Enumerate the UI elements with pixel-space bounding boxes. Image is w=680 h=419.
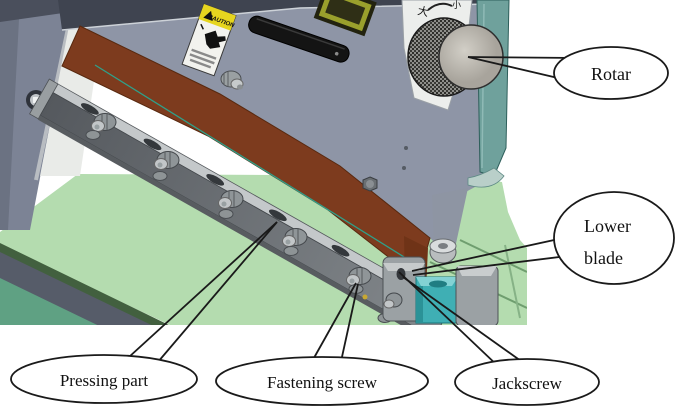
caution-fine-print <box>189 58 212 69</box>
bar-slot <box>143 138 162 151</box>
bar-slot <box>331 244 350 257</box>
bar-bottom-lip <box>37 115 434 325</box>
handle-slot <box>248 15 350 63</box>
leader-jackscrew <box>402 276 529 367</box>
callout-jackscrew: Jackscrew <box>454 358 600 406</box>
caution-label: CAUTION <box>181 3 237 77</box>
callout-rotar-label: Rotar <box>591 64 631 84</box>
column-top <box>0 0 74 22</box>
knob-arc-arrow <box>427 2 453 11</box>
washer <box>218 209 234 219</box>
gold-screw <box>362 294 368 300</box>
board-edge-line <box>459 239 527 273</box>
callout-bubbles: Rotar Lower blade Pressing part Fastenin… <box>10 46 675 406</box>
board-edge-line <box>504 244 521 319</box>
caution-band <box>198 4 236 31</box>
callout-jackscrew-label: Jackscrew <box>492 374 563 393</box>
callout-lower-blade: Lower blade <box>553 191 675 285</box>
body-thumbscrew <box>220 70 244 90</box>
teal-clamp-block <box>415 276 459 324</box>
hex-bolt <box>362 176 378 192</box>
column-bolt-center <box>33 97 39 103</box>
caution-triangle-icon <box>203 10 213 22</box>
machine-top-face <box>58 0 490 30</box>
lower-blade-assembly <box>382 238 499 325</box>
callout-lower-blade-line2: blade <box>584 248 623 268</box>
knob-marking-small: 小 <box>452 0 461 10</box>
fastening-screw-item <box>218 190 244 209</box>
leader-pressing-part <box>151 221 278 370</box>
bar-front-face <box>39 92 448 325</box>
column-shade <box>0 0 20 230</box>
callout-rotar: Rotar <box>553 46 669 100</box>
base-band <box>0 252 152 325</box>
pinch-arrow <box>200 23 204 30</box>
machine-scene: CAUTION <box>0 0 527 325</box>
end-block <box>455 265 499 325</box>
fastening-screw-item <box>154 151 180 170</box>
bar-slot <box>80 103 99 115</box>
caution-fine-print <box>191 48 217 60</box>
body-dot <box>402 166 406 170</box>
washer <box>85 130 101 140</box>
washer <box>152 171 168 181</box>
handle-screw <box>334 51 339 56</box>
leader-fastening-screw <box>339 283 359 367</box>
support-cylinder <box>429 238 457 264</box>
pinch-hazard-icon <box>204 30 226 49</box>
knob-marking-large: 大 <box>416 3 430 19</box>
pressing-bar <box>29 78 452 325</box>
nameplate <box>313 0 377 37</box>
panel-foot <box>467 167 505 188</box>
callout-fastening-screw-label: Fastening screw <box>267 373 378 392</box>
callout-lower-blade-line1: Lower <box>584 216 631 236</box>
washer <box>283 246 299 256</box>
callout-fastening-screw: Fastening screw <box>215 356 429 406</box>
fastening-screw-item <box>282 228 308 247</box>
blade-highlight-line <box>94 64 426 271</box>
fastening-screw-item <box>91 113 117 132</box>
clamp-recess <box>429 280 447 288</box>
body-dot <box>404 146 408 150</box>
leader-jackscrew <box>398 271 501 369</box>
leader-fastening-screw <box>309 282 357 366</box>
callout-pressing-part-label: Pressing part <box>60 371 149 390</box>
bar-slot <box>206 174 225 186</box>
fastening-screws <box>91 113 372 286</box>
jackscrew-screw <box>383 292 403 309</box>
leader-rotar <box>467 56 581 59</box>
caution-fine-print <box>189 53 215 65</box>
side-board <box>0 278 98 325</box>
callout-pressing-part: Pressing part <box>10 354 198 404</box>
bar-slot <box>268 209 287 222</box>
board-front-edge <box>0 243 169 325</box>
fastening-screw-item <box>346 267 372 286</box>
leader-pressing-part <box>117 221 278 368</box>
